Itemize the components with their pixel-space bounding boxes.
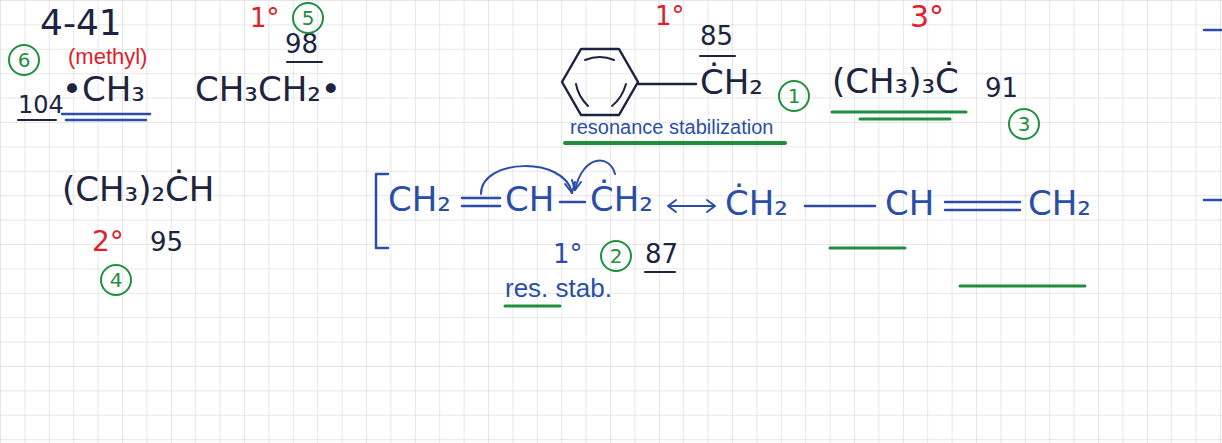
handwritten-label: 98 (285, 29, 318, 59)
handwritten-label: 1° (655, 1, 685, 31)
note-label: 104 (18, 92, 64, 120)
note-label: 1° (250, 4, 280, 34)
handwritten-label: res. stab. (505, 273, 612, 303)
note-label: CH (505, 180, 554, 219)
handwritten-label: CH₂ (1028, 183, 1091, 223)
note-label: ĊH₂ (590, 180, 653, 219)
handwritten-label: 2° (92, 225, 124, 258)
note-label: (CH₃)₃Ċ (832, 62, 959, 101)
note-label: 1° (655, 2, 685, 32)
handwritten-label: 104 (18, 91, 64, 119)
rank-circle: 5 (292, 2, 324, 34)
handwritten-label: 91 (985, 73, 1018, 103)
handwritten-label: (methyl) (68, 44, 147, 69)
handwritten-label: 87 (645, 239, 678, 269)
handwritten-label: ĊH₂ (700, 62, 763, 102)
resonance-arrow (668, 200, 715, 212)
bracket (376, 174, 388, 248)
note-label: 1° (553, 240, 583, 270)
note-label: 95 (150, 228, 183, 258)
note-label: 91 (985, 74, 1018, 104)
note-label: 87 (645, 240, 678, 270)
note-label: 4-41 (40, 2, 122, 43)
note-label: •CH₃ (62, 70, 145, 109)
handwritten-label: ĊH₂ (725, 183, 788, 223)
note-label: resonance stabilization (570, 116, 773, 139)
note-label: 85 (700, 22, 733, 52)
note-label: 2° (92, 226, 124, 258)
handwritten-label: 1° (553, 239, 583, 269)
callout-number: 6 (18, 50, 31, 70)
note-label: 98 (285, 30, 318, 60)
handwritten-label: (CH₃)₃Ċ (832, 61, 959, 101)
handwritten-label: (CH₃)₂ĊH (62, 169, 214, 209)
handwritten-label: 1° (250, 3, 280, 33)
note-label: CH₂ (388, 180, 451, 219)
handwritten-label: resonance stabilization (570, 116, 773, 138)
rank-circle: 1 (778, 80, 810, 112)
note-label: CH₃CH₂• (195, 70, 341, 109)
handwritten-label: CH (505, 179, 554, 219)
rank-circle: 2 (600, 240, 632, 272)
note-label: ĊH₂ (725, 184, 788, 223)
handwritten-label: CH₂ (388, 179, 451, 219)
callout-number: 3 (1018, 114, 1031, 134)
note-label: ĊH₂ (700, 63, 763, 102)
note-label: CH (885, 184, 934, 223)
note-label: CH₂ (1028, 184, 1091, 223)
handwritten-label: 85 (700, 21, 733, 51)
note-label: res. stab. (505, 274, 612, 304)
rank-circle: 6 (8, 44, 40, 76)
bond (638, 83, 696, 86)
note-label: (methyl) (68, 44, 147, 69)
handwritten-label: ĊH₂ (590, 179, 653, 219)
handwritten-label: 95 (150, 227, 183, 257)
handwritten-label: CH₃CH₂• (195, 69, 341, 109)
callout-number: 1 (788, 86, 801, 106)
handwritten-label: •CH₃ (62, 69, 145, 109)
callout-number: 5 (302, 8, 315, 28)
callout-number: 4 (110, 270, 123, 290)
benzene-ring (562, 49, 638, 115)
note-label: (CH₃)₂ĊH (62, 170, 214, 209)
handwritten-label: 4-41 (40, 2, 122, 43)
note-label: 3° (910, 0, 944, 35)
rank-circle: 4 (100, 264, 132, 296)
handwritten-label: CH (885, 183, 934, 223)
callout-number: 2 (610, 246, 623, 266)
handwritten-label: 3° (910, 0, 944, 34)
rank-circle: 3 (1008, 108, 1040, 140)
